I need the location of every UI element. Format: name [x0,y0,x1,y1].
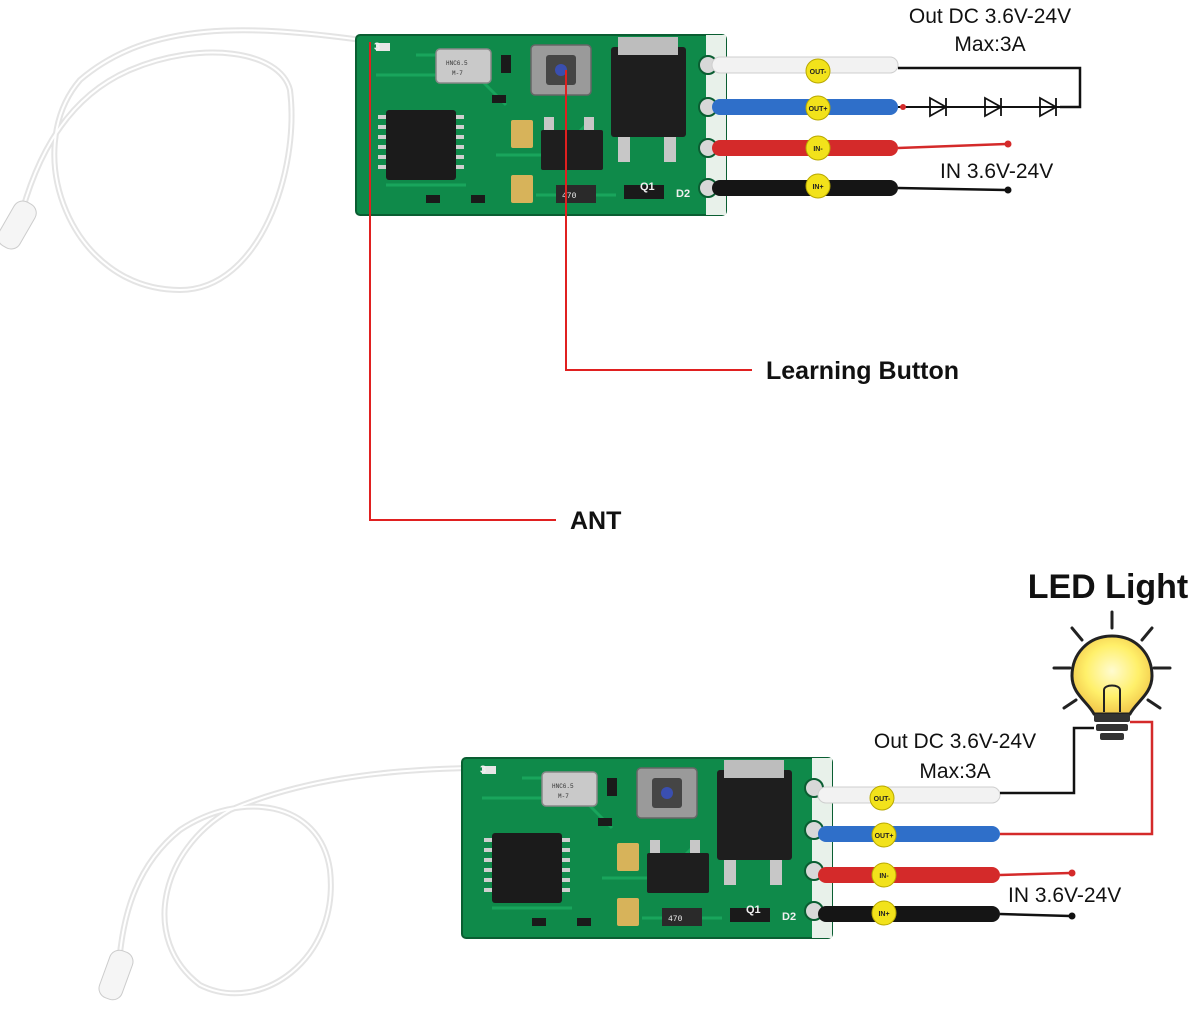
top-silk-d2: D2 [676,188,690,200]
bottom-tag-in-plus: IN+ [878,911,889,918]
bottom-wire-tags: OUT- OUT+ IN- IN+ [869,785,897,926]
bottom-load-wire-black [1000,726,1094,795]
bottom-wire-out-plus [818,826,1000,842]
bottom-antenna-tip [98,949,134,1001]
learning-button-callout-line [565,70,752,371]
top-wire-out-plus [712,99,898,115]
bottom-input-label: IN 3.6V-24V [1008,884,1121,907]
top-wire-out-minus [711,56,899,74]
top-wire-in-plus [712,180,898,196]
bottom-max-label: Max:3A [919,760,990,783]
top-wire-tags: OUT- OUT+ IN- IN+ [805,58,831,199]
top-output-label: Out DC 3.6V-24V [909,5,1071,28]
led-light-label: LED Light [1028,568,1189,606]
learning-button-label: Learning Button [766,357,959,385]
bottom-silk-q1: Q1 [746,904,761,916]
bottom-pcb-board [460,756,834,940]
bottom-wire-in-minus [818,867,1000,883]
top-resistor-marking: 470 [562,192,577,201]
top-wire-in-minus [712,140,898,156]
bottom-tag-out-minus: OUT- [874,796,891,803]
top-antenna-tip [0,200,37,250]
light-bulb-icon [1052,610,1172,740]
bottom-silk-d2: D2 [782,911,796,923]
bottom-wire-out-minus [817,786,1001,804]
ant-label: ANT [570,507,621,535]
bottom-wire-in-plus [818,906,1000,922]
top-led-load-circuit [898,66,1082,118]
top-silk-q1: Q1 [640,181,655,193]
bottom-load-wire-red [1000,720,1154,836]
top-silk-3: 3 [374,41,380,53]
bottom-module: 3 Q1 D2 470 OUT- OUT+ IN- IN+ [98,568,1189,1001]
top-antenna-wire [12,27,365,294]
top-input-label: IN 3.6V-24V [940,160,1053,183]
top-tag-out-minus: OUT- [810,69,827,76]
top-tag-in-minus: IN- [813,146,823,153]
bottom-silk-3: 3 [480,764,486,776]
top-tag-out-plus: OUT+ [809,106,828,113]
top-pcb-board [354,33,728,217]
top-tag-in-plus: IN+ [812,184,823,191]
diode-icon [929,96,1058,118]
bottom-tag-out-plus: OUT+ [875,833,894,840]
bottom-resistor-marking: 470 [668,915,683,924]
ant-callout-line [369,42,556,521]
top-max-label: Max:3A [954,33,1025,56]
bottom-tag-in-minus: IN- [879,873,889,880]
top-module: 3 Q1 D2 470 OUT- OUT+ IN- IN+ [0,5,1082,535]
bottom-output-label: Out DC 3.6V-24V [874,730,1036,753]
